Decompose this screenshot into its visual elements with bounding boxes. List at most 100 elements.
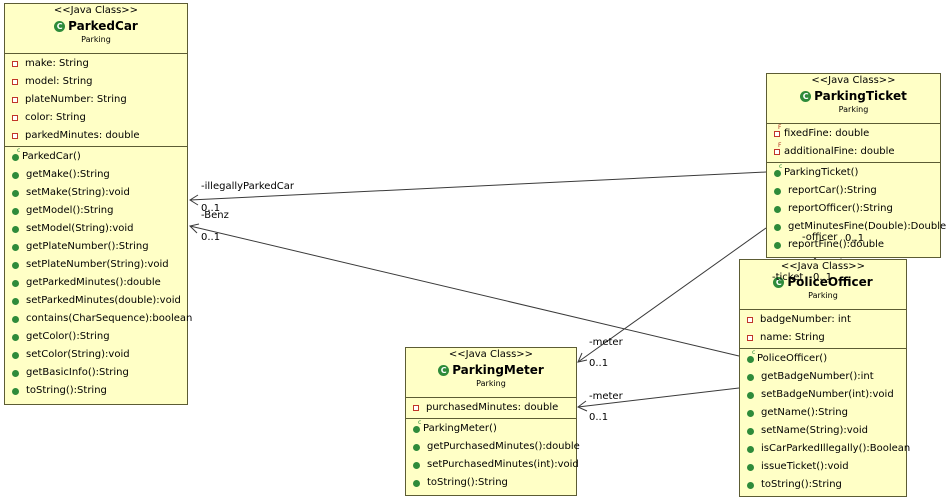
class-name-text: ParkingMeter — [452, 363, 544, 377]
method-row[interactable]: reportCar():String — [767, 182, 940, 200]
field-row[interactable]: purchasedMinutes: double — [406, 399, 576, 417]
field-row[interactable]: color: String — [5, 109, 187, 127]
public-method-icon — [747, 463, 754, 471]
field-row[interactable]: model: String — [5, 73, 187, 91]
method-text: PoliceOfficer() — [757, 353, 828, 364]
class-icon: C — [54, 20, 66, 32]
method-text: toString():String — [427, 477, 508, 488]
assoc-officer-multiplicity: 0..1 — [845, 233, 865, 244]
field-row[interactable]: badgeNumber: int — [740, 311, 906, 329]
private-field-icon — [12, 133, 18, 139]
method-row[interactable]: getColor():String — [5, 328, 187, 346]
assoc-benz-label: -Benz — [201, 210, 229, 221]
assoc-illegally-parked-car-line — [189, 171, 767, 201]
assoc-illegally-parked-car-arrow — [189, 194, 199, 206]
method-row[interactable]: setPlateNumber(String):void — [5, 256, 187, 274]
method-row[interactable]: toString():String — [740, 476, 906, 494]
field-row[interactable]: name: String — [740, 329, 906, 347]
field-text: plateNumber: String — [25, 94, 127, 105]
method-text: getMake():String — [26, 169, 110, 180]
private-field-icon — [12, 97, 18, 103]
method-text: getModel():String — [26, 205, 114, 216]
assoc-meter-officer-arrow — [577, 400, 588, 412]
method-row[interactable]: reportFine():double — [767, 236, 940, 254]
field-text: purchasedMinutes: double — [426, 402, 559, 413]
class-icon: C — [773, 276, 785, 288]
stereotype: <<Java Class>> — [780, 261, 866, 272]
method-row[interactable]: getParkedMinutes():double — [5, 274, 187, 292]
assoc-meter-ticket-label: -meter — [589, 337, 623, 348]
method-row[interactable]: PoliceOfficer() — [740, 350, 906, 368]
methods-section: ParkingMeter() getPurchasedMinutes():dou… — [406, 418, 580, 493]
method-row[interactable]: getBasicInfo():String — [5, 364, 187, 382]
method-row[interactable]: toString():String — [406, 474, 576, 492]
method-row[interactable]: setBadgeNumber(int):void — [740, 386, 906, 404]
method-text: ParkingTicket() — [784, 167, 859, 178]
class-icon: C — [438, 364, 450, 376]
method-row[interactable]: getPurchasedMinutes():double — [406, 438, 580, 456]
final-field-icon — [774, 143, 781, 155]
field-row[interactable]: make: String — [5, 55, 187, 73]
assoc-benz-line — [189, 225, 740, 357]
stereotype: <<Java Class>> — [811, 75, 896, 86]
method-text: setParkedMinutes(double):void — [26, 295, 181, 306]
public-method-icon — [12, 189, 19, 197]
method-text: isCarParkedIllegally():Boolean — [761, 443, 911, 454]
method-row[interactable]: getMake():String — [5, 166, 187, 184]
field-row[interactable]: fixedFine: double — [767, 125, 940, 143]
public-method-icon — [12, 351, 19, 359]
field-text: make: String — [25, 58, 89, 69]
assoc-meter-ticket-arrow — [577, 352, 588, 363]
method-row[interactable]: ParkingMeter() — [406, 420, 576, 438]
method-row[interactable]: isCarParkedIllegally():Boolean — [740, 440, 910, 458]
method-row[interactable]: setModel(String):void — [5, 220, 187, 238]
method-row[interactable]: getName():String — [740, 404, 906, 422]
public-method-icon — [12, 297, 19, 305]
method-text: ParkedCar() — [22, 151, 81, 162]
field-row[interactable]: plateNumber: String — [5, 91, 187, 109]
public-method-icon — [12, 369, 19, 377]
method-row[interactable]: reportOfficer():String — [767, 200, 940, 218]
method-row[interactable]: setColor(String):void — [5, 346, 187, 364]
field-row[interactable]: additionalFine: double — [767, 143, 940, 161]
method-text: reportOfficer():String — [788, 203, 893, 214]
method-text: setBadgeNumber(int):void — [761, 389, 894, 400]
private-field-icon — [12, 61, 18, 67]
method-row[interactable]: getPlateNumber():String — [5, 238, 187, 256]
field-row[interactable]: parkedMinutes: double — [5, 127, 187, 145]
method-row[interactable]: setMake(String):void — [5, 184, 187, 202]
method-row[interactable]: getMinutesFine(Double):Double — [767, 218, 946, 236]
method-row[interactable]: setParkedMinutes(double):void — [5, 292, 187, 310]
method-row[interactable]: issueTicket():void — [740, 458, 906, 476]
method-row[interactable]: setName(String):void — [740, 422, 906, 440]
method-text: issueTicket():void — [761, 461, 849, 472]
public-method-icon — [413, 443, 420, 451]
method-row[interactable]: contains(CharSequence):boolean — [5, 310, 192, 328]
field-text: color: String — [25, 112, 86, 123]
method-row[interactable]: getBadgeNumber():int — [740, 368, 906, 386]
constructor-icon — [774, 164, 782, 177]
method-row[interactable]: ParkingTicket() — [767, 164, 940, 182]
method-text: setPlateNumber(String):void — [26, 259, 169, 270]
stereotype: <<Java Class>> — [53, 5, 139, 16]
method-text: reportFine():double — [788, 239, 885, 250]
assoc-meter-officer-multiplicity: 0..1 — [589, 412, 609, 423]
assoc-meter-ticket-multiplicity: 0..1 — [589, 358, 609, 369]
assoc-illegally-parked-car-multiplicity: 0..1 — [201, 203, 221, 214]
method-row[interactable]: getModel():String — [5, 202, 187, 220]
method-text: getBasicInfo():String — [26, 367, 129, 378]
method-row[interactable]: ParkedCar() — [5, 148, 187, 166]
public-method-icon — [747, 481, 754, 489]
method-row[interactable]: toString():String — [5, 382, 187, 400]
package-name: Parking — [81, 35, 111, 44]
method-text: getParkedMinutes():double — [26, 277, 161, 288]
method-row[interactable]: setPurchasedMinutes(int):void — [406, 456, 579, 474]
